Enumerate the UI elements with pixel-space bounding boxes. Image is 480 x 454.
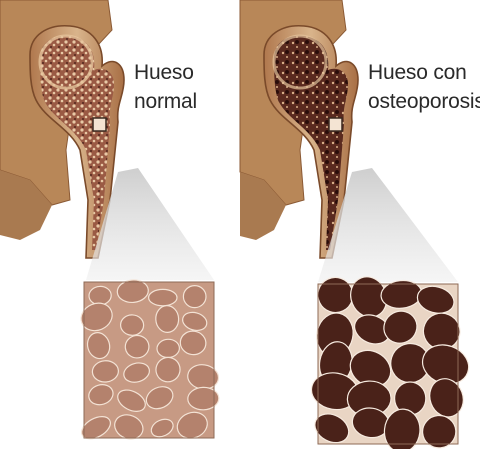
label-normal-line1: Hueso — [134, 60, 194, 86]
bone-pore — [89, 286, 112, 306]
normal-bone-microstructure — [77, 279, 220, 444]
osteoporosis-bone-microstructure — [309, 271, 474, 449]
bone-pore — [149, 289, 177, 305]
bone-pore — [157, 339, 180, 358]
label-normal-line2: normal — [134, 89, 197, 115]
bone-pore — [183, 285, 206, 307]
normal-sample-marker — [93, 118, 106, 131]
label-osteoporosis-line2: osteoporosis — [368, 89, 480, 115]
osteo-sample-marker — [329, 118, 342, 131]
bone-pore — [120, 314, 144, 336]
label-osteoporosis-line1: Hueso con — [368, 60, 467, 86]
